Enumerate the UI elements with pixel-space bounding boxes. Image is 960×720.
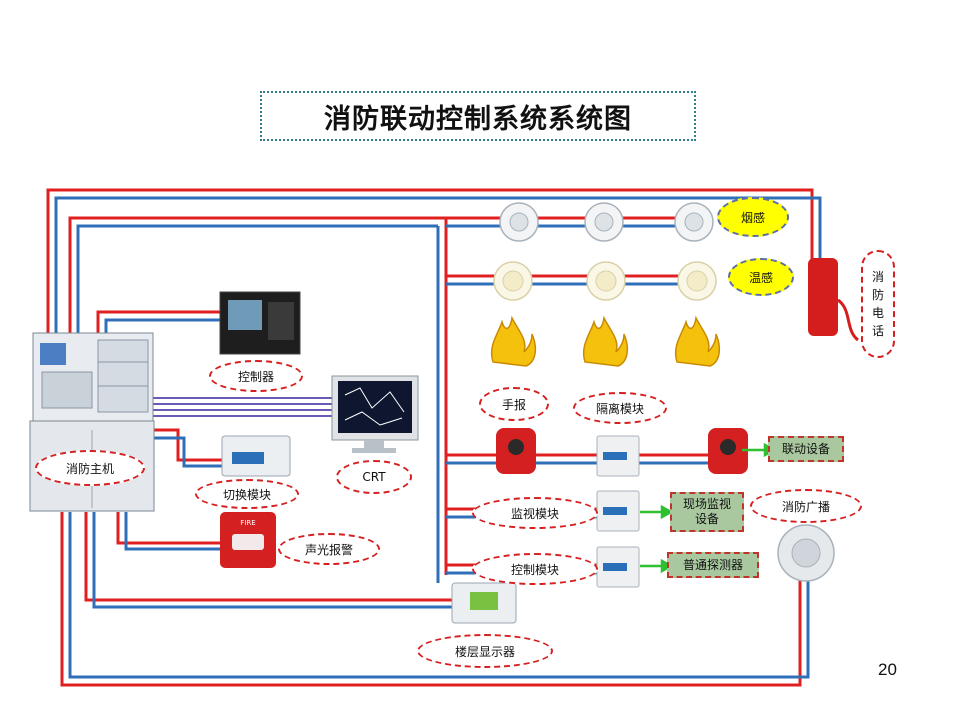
wire-blue-to-bus — [76, 224, 438, 335]
sound-light-label: 声光报警 — [278, 533, 380, 565]
crt-foot — [352, 448, 396, 453]
heat-detector — [586, 261, 626, 301]
control-module-label: 控制模块 — [472, 553, 598, 585]
crt-monitor — [331, 375, 419, 453]
floor-display-device — [451, 582, 517, 624]
fire-phone-label: 消 防 电 话 — [861, 250, 895, 358]
fire-phone-body — [808, 258, 838, 336]
host-label: 消防主机 — [35, 450, 145, 486]
sound-light-alarm-device: FIRE — [220, 512, 276, 568]
fire-phone-char: 防 — [871, 288, 884, 302]
wire-red-alarm — [116, 512, 222, 545]
switch-module-device — [221, 435, 291, 477]
floor-display-screen — [470, 592, 498, 610]
manual-call-button — [720, 439, 736, 455]
site-monitor-line: 现场监视 — [682, 497, 731, 511]
red-wires — [46, 188, 814, 687]
speaker-inner — [791, 538, 821, 568]
wire-red-switch — [150, 428, 222, 462]
diagram-title: 消防联动控制系统系统图 — [324, 103, 632, 135]
smoke-detectors — [499, 202, 714, 242]
isolation-module-device — [596, 435, 640, 477]
fire-alarm-host — [29, 332, 155, 512]
diagram-title-box: 消防联动控制系统系统图 — [260, 91, 696, 141]
wire-red-outer-top — [46, 188, 814, 335]
flame-icon — [490, 315, 537, 367]
arrow-head — [660, 558, 674, 574]
arrow-head — [660, 504, 674, 520]
isolation-label: 隔离模块 — [573, 392, 667, 424]
site-monitor-line: 设备 — [694, 512, 719, 526]
host-keypad — [41, 371, 93, 409]
wire-red-floor — [84, 512, 452, 602]
fire-phone-char: 电 — [871, 306, 884, 320]
manual-call-point-left — [496, 428, 536, 474]
linkage-equipment-box: 联动设备 — [768, 436, 844, 462]
floor-display-label: 楼层显示器 — [417, 634, 553, 668]
crt-label: CRT — [336, 460, 412, 494]
heat-detector — [493, 261, 533, 301]
smoke-detector — [499, 202, 539, 242]
manual-call-label: 手报 — [479, 387, 549, 421]
heat-detector — [677, 261, 717, 301]
flame-icons — [490, 315, 721, 367]
crt-screen-graphic — [344, 387, 405, 413]
controller-screen — [228, 300, 262, 330]
blue-wires — [54, 196, 822, 679]
manual-call-point-right — [708, 428, 748, 474]
alarm-lens — [232, 534, 264, 550]
manual-call-button — [508, 439, 524, 455]
crt-screen — [338, 381, 412, 433]
broadcast-label: 消防广播 — [750, 489, 862, 523]
controller-label: 控制器 — [209, 360, 303, 392]
wire-blue-controller — [104, 318, 222, 335]
smoke-label: 烟感 — [717, 197, 789, 237]
fire-phone-cord — [837, 298, 860, 342]
fire-phone-char: 消 — [871, 270, 884, 284]
wire-blue-outer-top — [54, 196, 822, 335]
fire-phone-char: 话 — [871, 324, 884, 338]
ordinary-detector-box: 普通探测器 — [667, 552, 759, 578]
page-number: 20 — [878, 660, 897, 679]
controller-keys — [268, 302, 294, 340]
wire-red-bottom — [60, 512, 802, 687]
monitor-module-device — [596, 490, 640, 532]
crt-screen-graphic — [344, 411, 403, 426]
monitor-module-label: 监视模块 — [472, 497, 598, 529]
wire-blue-switch — [150, 436, 222, 468]
wire-red-controller — [96, 310, 222, 335]
wire-red-to-bus — [68, 216, 446, 335]
heat-label: 温感 — [728, 258, 794, 296]
host-panel-right — [97, 339, 149, 413]
smoke-detector — [674, 202, 714, 242]
wire-blue-bottom — [68, 512, 810, 679]
wire-blue-floor — [92, 512, 452, 609]
broadcast-speaker-device — [777, 524, 835, 582]
crt-stand — [364, 440, 384, 448]
wire-blue-alarm — [124, 512, 222, 551]
heat-detectors — [493, 261, 717, 301]
controller-device — [219, 291, 301, 355]
crt-bus — [152, 397, 338, 417]
site-monitor-box: 现场监视 设备 — [670, 492, 744, 532]
switch-module-label — [232, 452, 264, 464]
fire-phone-device — [808, 258, 860, 342]
flame-icon — [582, 315, 629, 367]
smoke-detector — [584, 202, 624, 242]
alarm-fire-text: FIRE — [240, 519, 255, 527]
host-screen — [40, 343, 66, 365]
switch-module-label: 切换模块 — [195, 479, 299, 509]
control-module-device — [596, 546, 640, 588]
flame-icon — [674, 315, 721, 367]
